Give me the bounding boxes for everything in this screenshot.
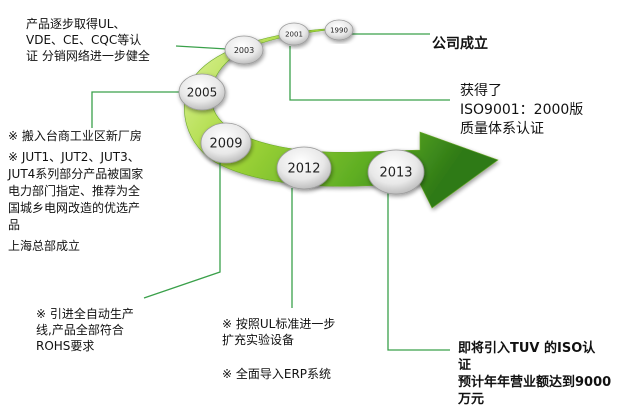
year-label-2001: 2001 bbox=[285, 31, 303, 39]
year-bubble-shape-2012 bbox=[276, 146, 332, 190]
connector-2001 bbox=[289, 46, 450, 101]
milestone-2005-line-7: 上海总部成立 bbox=[8, 239, 81, 253]
connector-2005 bbox=[91, 91, 190, 128]
milestone-2003-line-3: 证 分销网络进一步健全 bbox=[26, 49, 150, 63]
milestone-2012-text: ※ 按照UL标准进一步 扩充实验设备 ※ 全面导入ERP系统 bbox=[222, 316, 335, 382]
milestone-2012-line-1: ※ 按照UL标准进一步 bbox=[222, 317, 336, 331]
milestone-2003-line-1: 产品逐步取得UL、 bbox=[26, 17, 126, 31]
connector-2013 bbox=[387, 192, 450, 351]
milestone-2009-line-2: 线,产品全部符合 bbox=[36, 323, 124, 337]
year-bubble-shape-1990 bbox=[324, 19, 354, 41]
milestone-2001-line-3: 质量体系认证 bbox=[460, 121, 544, 137]
year-bubble-shape-2003 bbox=[224, 35, 264, 65]
milestone-2009-line-1: ※ 引进全自动生产 bbox=[36, 307, 134, 321]
milestone-2003-line-2: VDE、CE、CQC等认 bbox=[26, 33, 142, 47]
milestone-2005-line-4: 电力部门指定、推荐为全 bbox=[8, 184, 141, 198]
milestone-2012-line-2: 扩充实验设备 bbox=[222, 333, 295, 347]
milestone-1990-text: 公司成立 bbox=[432, 36, 488, 52]
year-bubble-shape-2009 bbox=[200, 122, 252, 164]
year-bubble-1990: 1990 bbox=[324, 19, 354, 41]
milestone-2005-line-6: 品 bbox=[8, 218, 21, 232]
milestone-2013-line-4: 万元 bbox=[458, 392, 485, 407]
year-bubble-2003: 2003 bbox=[224, 35, 264, 65]
year-label-2012: 2012 bbox=[287, 162, 320, 177]
year-bubble-2009: 2009 bbox=[200, 122, 252, 164]
milestone-2001-line-2: ISO9001：2000版 bbox=[460, 102, 584, 118]
year-label-2005: 2005 bbox=[187, 85, 218, 99]
milestone-1990-line-1: 公司成立 bbox=[432, 36, 488, 52]
milestone-2001-text: 获得了 ISO9001：2000版 质量体系认证 bbox=[460, 82, 583, 139]
year-label-2009: 2009 bbox=[209, 137, 242, 152]
connector-lines bbox=[91, 33, 450, 351]
year-bubble-2012: 2012 bbox=[276, 146, 332, 190]
milestone-2013-line-1: 即将引入TUV 的ISO认 bbox=[458, 341, 596, 356]
milestone-2012-line-3: ※ 全面导入ERP系统 bbox=[222, 367, 332, 381]
milestone-2005-text: ※ 搬入台商工业区新厂房 ※ JUT1、JUT2、JUT3、 JUT4系列部分产… bbox=[8, 128, 143, 255]
milestone-2005-line-3: JUT4系列部分产品被国家 bbox=[8, 167, 144, 181]
milestone-2003-text: 产品逐步取得UL、 VDE、CE、CQC等认 证 分销网络进一步健全 bbox=[26, 16, 150, 64]
year-bubble-shape-2001 bbox=[278, 22, 310, 46]
milestone-2001-line-1: 获得了 bbox=[460, 83, 502, 99]
year-label-2013: 2013 bbox=[379, 166, 412, 181]
year-bubble-2005: 2005 bbox=[178, 73, 226, 111]
milestone-2005-line-5: 国城乡电网改造的优选产 bbox=[8, 201, 141, 215]
year-label-1990: 1990 bbox=[330, 27, 348, 35]
milestone-2009-text: ※ 引进全自动生产 线,产品全部符合 ROHS要求 bbox=[36, 306, 134, 354]
year-bubble-shape-2013 bbox=[367, 149, 425, 195]
year-label-2003: 2003 bbox=[234, 46, 254, 55]
milestone-2009-line-3: ROHS要求 bbox=[36, 339, 95, 353]
year-bubble-shape-2005 bbox=[178, 73, 226, 111]
year-bubble-2013: 2013 bbox=[367, 149, 425, 195]
milestone-2005-line-2: ※ JUT1、JUT2、JUT3、 bbox=[8, 150, 140, 164]
milestone-2013-line-2: 证 bbox=[458, 358, 472, 373]
milestone-2013-line-3: 预计年年营业额达到9000 bbox=[458, 375, 612, 390]
milestone-2005-line-1: ※ 搬入台商工业区新厂房 bbox=[8, 129, 142, 143]
connector-2009 bbox=[143, 162, 221, 299]
milestone-2013-text: 即将引入TUV 的ISO认 证 预计年年营业额达到9000 万元 bbox=[458, 340, 611, 408]
year-bubble-2001: 2001 bbox=[278, 22, 310, 46]
